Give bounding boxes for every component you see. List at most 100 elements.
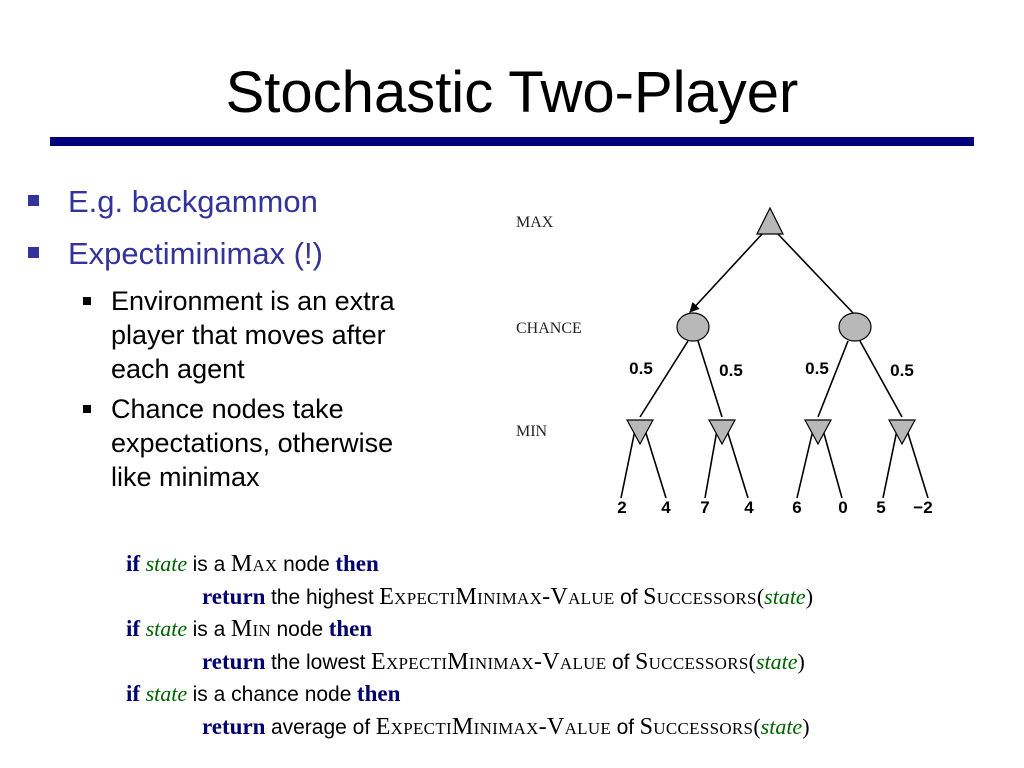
tree-edge-leaf <box>906 429 929 499</box>
tree-edge-leaf <box>620 429 636 499</box>
sub-bullet-line: each agent <box>111 354 245 384</box>
min-level-label: MIN <box>516 423 548 440</box>
tree-edge-chance1-min1 <box>639 340 689 418</box>
tree-edge-max-left <box>689 232 764 313</box>
code-text: of <box>620 585 638 609</box>
code-keyword: return <box>202 648 266 674</box>
min-node <box>887 419 917 446</box>
probability-label: 0.5 <box>629 359 653 378</box>
min-node <box>803 419 833 446</box>
code-text: of <box>616 715 635 739</box>
max-node <box>756 206 784 235</box>
sub-bullet-line: expectations, otherwise <box>111 428 394 458</box>
code-keyword: then <box>328 616 373 641</box>
sub-bullet-line: Chance nodes take <box>111 394 344 424</box>
code-variable: state <box>145 681 188 706</box>
leaf-value: 7 <box>700 498 709 517</box>
min-node <box>707 419 737 446</box>
code-keyword: return <box>202 583 266 609</box>
code-text: node <box>283 553 330 576</box>
tree-edge-leaf <box>882 429 898 499</box>
chance-node <box>838 312 872 342</box>
code-line: return the highest ExpectiMinimax-Value … <box>126 581 813 614</box>
sub-bullet-line: like minimax <box>111 462 260 492</box>
sub-bullet-item: Chance nodes take expectations, otherwis… <box>28 392 498 494</box>
code-paren: ) <box>805 583 814 609</box>
code-text: is a <box>192 618 226 641</box>
code-symbol: Min <box>230 616 271 642</box>
code-line: if state is a Max node then <box>126 548 813 581</box>
code-symbol: Successors <box>643 583 757 610</box>
probability-label: 0.5 <box>719 361 743 380</box>
code-keyword: then <box>356 681 401 706</box>
code-text: the lowest <box>270 650 366 674</box>
square-sub-bullet-icon <box>83 405 91 413</box>
code-line: return the lowest ExpectiMinimax-Value o… <box>126 646 813 679</box>
leaf-value: 4 <box>744 498 754 517</box>
code-text: of <box>611 650 630 674</box>
chance-node <box>676 312 710 342</box>
tree-edge-chance1-min2 <box>697 340 723 418</box>
code-line: if state is a chance node then <box>126 678 813 711</box>
tree-edge-leaf <box>644 429 667 499</box>
square-bullet-icon <box>28 195 39 206</box>
square-bullet-icon <box>28 247 39 258</box>
expectiminimax-pseudocode: if state is a Max node then return the h… <box>126 548 813 743</box>
code-line: if state is a Min node then <box>126 613 813 646</box>
code-keyword: if <box>126 616 141 641</box>
leaf-value: 4 <box>661 498 671 517</box>
code-text: is a <box>192 553 226 576</box>
code-variable: state <box>145 551 188 576</box>
tree-edge-chance2-min4 <box>859 340 903 418</box>
page-title: Stochastic Two-Player <box>225 60 799 125</box>
chance-level-label: CHANCE <box>516 320 582 337</box>
code-symbol: Successors <box>634 648 749 675</box>
code-paren: ( <box>756 583 765 609</box>
sub-bullet-item: Environment is an extra player that move… <box>28 284 498 386</box>
tree-edge-chance2-min3 <box>817 340 849 418</box>
bullet-text: E.g. backgammon <box>68 184 318 219</box>
bullet-text: Expectiminimax (!) <box>68 236 323 271</box>
bullet-item: Expectiminimax (!) <box>28 232 498 276</box>
code-text: node <box>276 618 324 641</box>
tree-edge-leaf <box>796 429 814 499</box>
min-node <box>625 419 655 446</box>
title-rule <box>50 137 974 146</box>
code-paren: ) <box>802 713 810 739</box>
code-symbol: ExpectiMinimax-Value <box>371 648 607 675</box>
code-keyword: if <box>126 551 141 576</box>
code-paren: ( <box>748 648 756 674</box>
square-sub-bullet-icon <box>83 297 91 305</box>
code-paren: ) <box>797 648 805 674</box>
leaf-value: 6 <box>792 498 801 517</box>
bullet-item: E.g. backgammon <box>28 180 498 224</box>
code-paren: ( <box>753 713 761 739</box>
code-symbol: Successors <box>639 713 754 740</box>
code-text: is a chance node <box>192 683 352 706</box>
code-symbol: ExpectiMinimax-Value <box>375 713 612 740</box>
code-variable: state <box>760 713 803 739</box>
tree-edge-leaf <box>726 429 749 499</box>
bullet-list: E.g. backgammon Expectiminimax (!) Envir… <box>28 180 498 500</box>
code-text: the highest <box>270 585 374 609</box>
code-keyword: return <box>202 713 266 739</box>
expectiminimax-tree: MAX CHANCE MIN 0.5 0.5 0.5 0.5 2 4 7 <box>516 206 933 517</box>
probability-label: 0.5 <box>805 359 829 378</box>
code-keyword: then <box>335 551 379 576</box>
tree-edge-leaf <box>704 429 718 499</box>
code-symbol: ExpectiMinimax-Value <box>379 583 615 610</box>
code-line: return average of ExpectiMinimax-Value o… <box>126 711 813 744</box>
max-level-label: MAX <box>516 214 554 231</box>
tree-edge-max-right <box>776 232 856 316</box>
sub-bullet-line: player that moves after <box>111 320 386 350</box>
leaf-value: 5 <box>876 498 885 517</box>
code-variable: state <box>755 648 798 674</box>
leaf-value: 2 <box>617 498 626 517</box>
code-variable: state <box>145 616 188 641</box>
sub-bullet-line: Environment is an extra <box>111 286 395 316</box>
code-symbol: Max <box>230 551 278 577</box>
tree-edge-leaf <box>822 429 843 499</box>
code-text: average of <box>270 715 371 739</box>
leaf-value: 0 <box>838 498 847 517</box>
leaf-value: −2 <box>913 498 932 517</box>
